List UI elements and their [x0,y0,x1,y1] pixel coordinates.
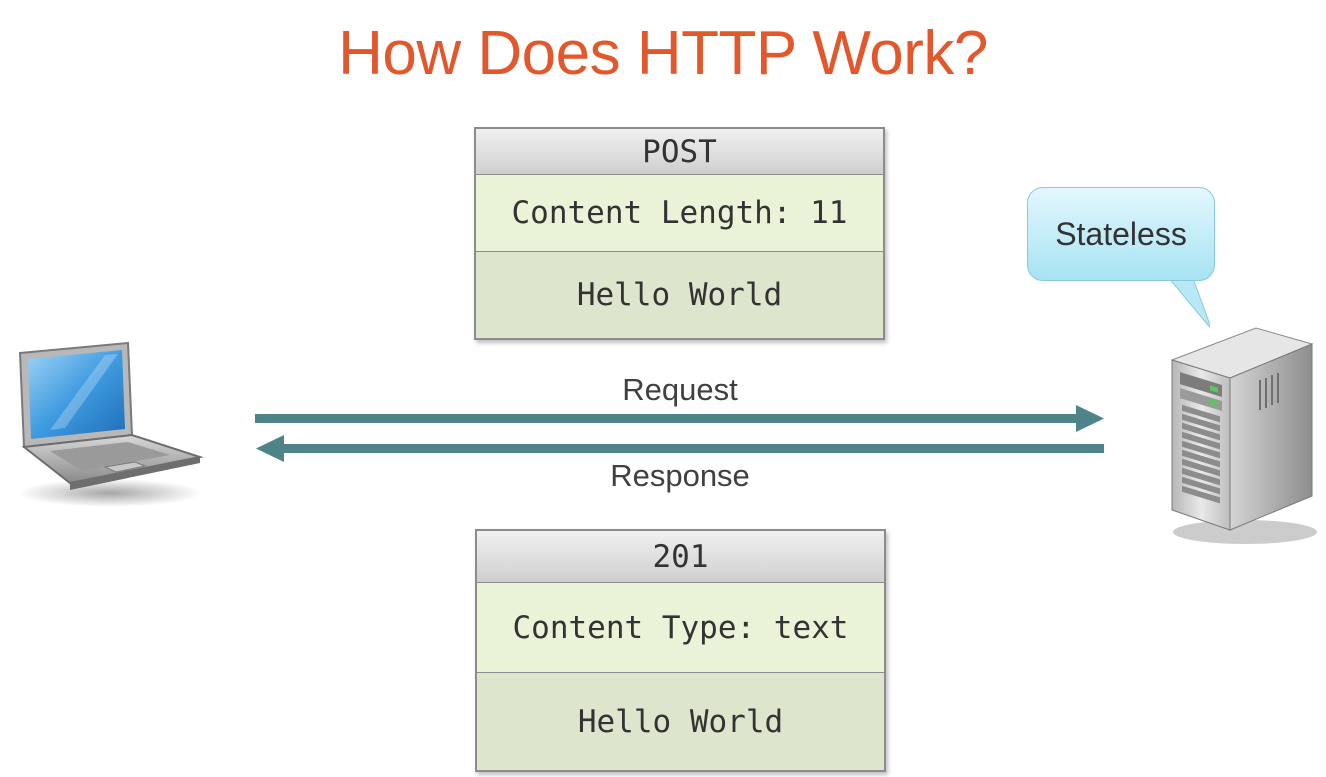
request-label: Request [622,372,738,407]
response-header: Content Type: text [477,583,884,673]
request-body: Hello World [476,252,883,338]
response-message-box: 201 Content Type: text Hello World [475,529,886,772]
stateless-callout: Stateless [1027,187,1215,281]
slide-title: How Does HTTP Work? [338,19,988,88]
server-tower-icon [1170,327,1317,544]
response-label: Response [610,458,750,493]
response-body: Hello World [477,673,884,770]
laptop-icon [18,341,204,507]
request-arrow [255,405,1104,432]
request-message-box: POST Content Length: 11 Hello World [474,127,885,340]
response-status: 201 [477,531,884,583]
response-arrow [256,435,1104,462]
request-header: Content Length: 11 [476,175,883,252]
request-method: POST [476,129,883,175]
